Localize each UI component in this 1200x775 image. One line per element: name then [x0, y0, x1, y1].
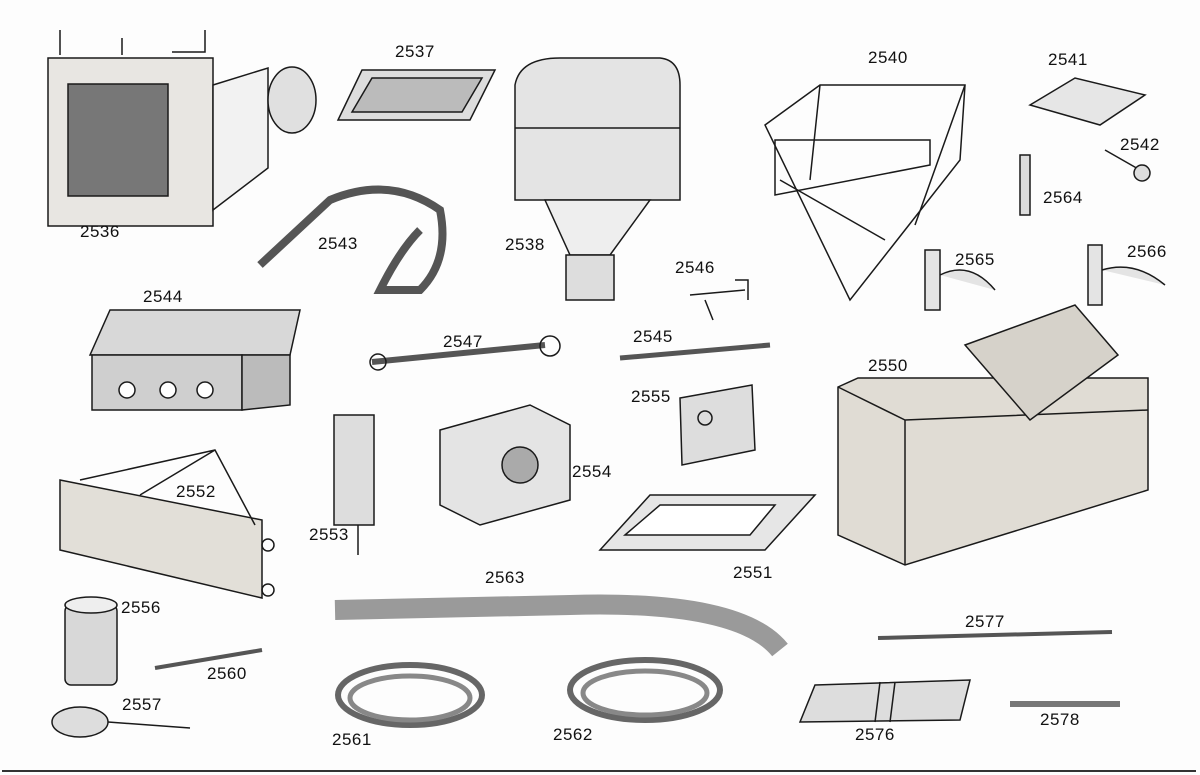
part-label-2553: 2553 [309, 525, 349, 544]
part-label-2538: 2538 [505, 235, 545, 254]
part-label-2537: 2537 [395, 42, 435, 61]
part-label-2556: 2556 [121, 598, 161, 617]
part-label-2541: 2541 [1048, 50, 1088, 69]
part-label-2562: 2562 [553, 725, 593, 744]
part-label-2560: 2560 [207, 664, 247, 683]
cable-coil-illustration [338, 665, 482, 725]
part-label-2577: 2577 [965, 612, 1005, 631]
hinged-plate-illustration [800, 680, 970, 722]
cable-coil-2-illustration [570, 660, 720, 720]
part-label-2555: 2555 [631, 387, 671, 406]
part-label-2551: 2551 [733, 563, 773, 582]
cylinder-motor-illustration [65, 597, 117, 685]
hinge-bracket-illustration [1030, 78, 1145, 125]
part-label-2545: 2545 [633, 327, 673, 346]
part-label-2563: 2563 [485, 568, 525, 587]
band-clamp-illustration [52, 707, 190, 737]
control-box-illustration [440, 405, 570, 525]
part-label-2543: 2543 [318, 234, 358, 253]
strap-illustration [260, 190, 443, 290]
part-label-2540: 2540 [868, 48, 908, 67]
part-label-2550: 2550 [868, 356, 908, 375]
rod-illustration [620, 345, 770, 358]
perforated-frame-illustration [600, 495, 815, 550]
small-rod-illustration [155, 650, 262, 668]
part-label-2557: 2557 [122, 695, 162, 714]
part-label-2561: 2561 [332, 730, 372, 749]
plate-holder-illustration [338, 70, 495, 120]
part-label-2547: 2547 [443, 332, 483, 351]
clip-illustration [1020, 155, 1030, 215]
slide-mechanism-illustration [334, 415, 374, 555]
part-label-2564: 2564 [1043, 188, 1083, 207]
bar-rail-illustration [878, 632, 1112, 638]
part-label-2576: 2576 [855, 725, 895, 744]
hood-housing-illustration [515, 58, 680, 300]
latch-illustration [690, 280, 748, 320]
part-label-2566: 2566 [1127, 242, 1167, 261]
tray-box-illustration [90, 310, 300, 410]
board-with-brace-illustration [60, 450, 274, 598]
pin-illustration [1105, 150, 1150, 181]
wooden-chest-illustration [838, 305, 1148, 565]
part-label-2578: 2578 [1040, 710, 1080, 729]
part-label-2542: 2542 [1120, 135, 1160, 154]
clamp-illustration [925, 250, 995, 310]
part-label-2554: 2554 [572, 462, 612, 481]
part-label-2544: 2544 [143, 287, 183, 306]
part-label-2552: 2552 [176, 482, 216, 501]
part-label-2536: 2536 [80, 222, 120, 241]
camera-illustration [48, 30, 316, 226]
flexible-tube-illustration [335, 605, 780, 650]
frame-mount-illustration [765, 85, 965, 300]
part-label-2565: 2565 [955, 250, 995, 269]
wrench-illustration [370, 336, 560, 370]
clamp-large-illustration [1088, 245, 1165, 305]
switch-plate-illustration [680, 385, 755, 465]
part-label-2546: 2546 [675, 258, 715, 277]
